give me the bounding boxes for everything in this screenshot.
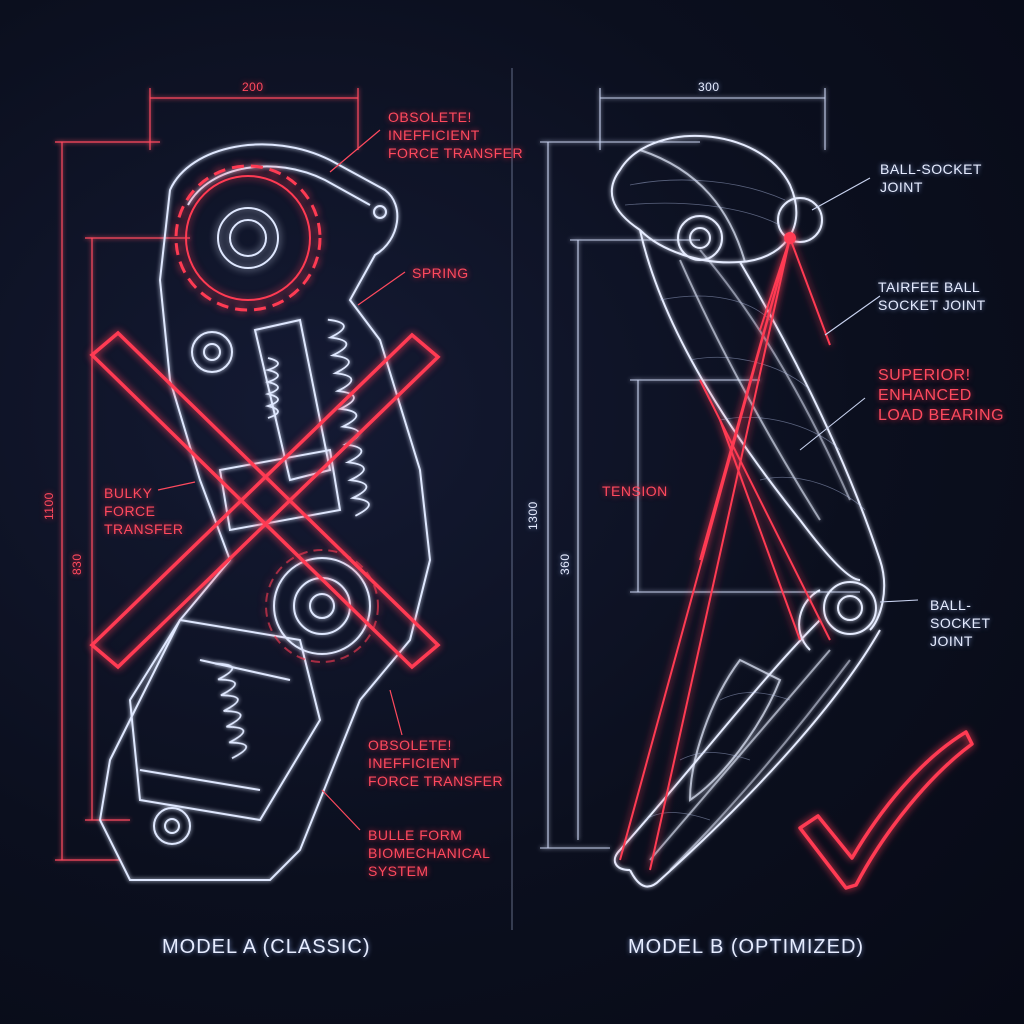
- label-ball-socket-bottom: BALL- SOCKET JOINT: [930, 597, 991, 649]
- label-ball-socket-top: BALL-SOCKET JOINT: [880, 161, 982, 195]
- approve-checkmark-icon: [798, 730, 974, 890]
- label-superior: SUPERIOR! ENHANCED LOAD BEARING: [878, 367, 1005, 424]
- model-b-mesh: [624, 179, 866, 821]
- gear-icon: [174, 164, 322, 312]
- model-a-mechanism: [98, 143, 432, 881]
- model-b-title: MODEL B (OPTIMIZED): [628, 936, 865, 958]
- label-tairee-ball-socket: TAIRFEE BALL SOCKET JOINT: [878, 279, 986, 313]
- gear-icon: [265, 549, 379, 663]
- label-tension: TENSION: [602, 483, 668, 499]
- model-a-width-dim: 200: [242, 80, 264, 94]
- label-obsolete-top: OBSOLETE! INEFFICIENT FORCE TRANSFER: [388, 109, 524, 161]
- spring-icon: [215, 318, 370, 760]
- model-b-width-dim: 300: [698, 80, 720, 94]
- model-b-tension-lines: [619, 232, 831, 871]
- label-bulky-force-transfer: BULKY FORCE TRANSFER: [104, 485, 184, 537]
- model-b-height-dim-outer: 1300: [526, 501, 540, 530]
- model-b-leaders: [799, 177, 919, 603]
- model-a-height-dim-outer: 1100: [42, 492, 56, 520]
- reject-x-icon: [89, 330, 441, 670]
- label-obsolete-bottom: OBSOLETE! INEFFICIENT FORCE TRANSFER: [368, 737, 504, 789]
- model-b-limb: [610, 134, 886, 888]
- model-a-dimensions: [55, 88, 359, 861]
- model-b-height-dim-inner: 360: [558, 553, 572, 575]
- label-bulle-form: BULLE FORM BIOMECHANICAL SYSTEM: [368, 827, 491, 879]
- model-a-title: MODEL A (CLASSIC): [162, 936, 371, 958]
- model-a-height-dim-inner: 830: [70, 553, 84, 575]
- model-a-leaders: [157, 129, 406, 831]
- label-spring: SPRING: [412, 265, 469, 281]
